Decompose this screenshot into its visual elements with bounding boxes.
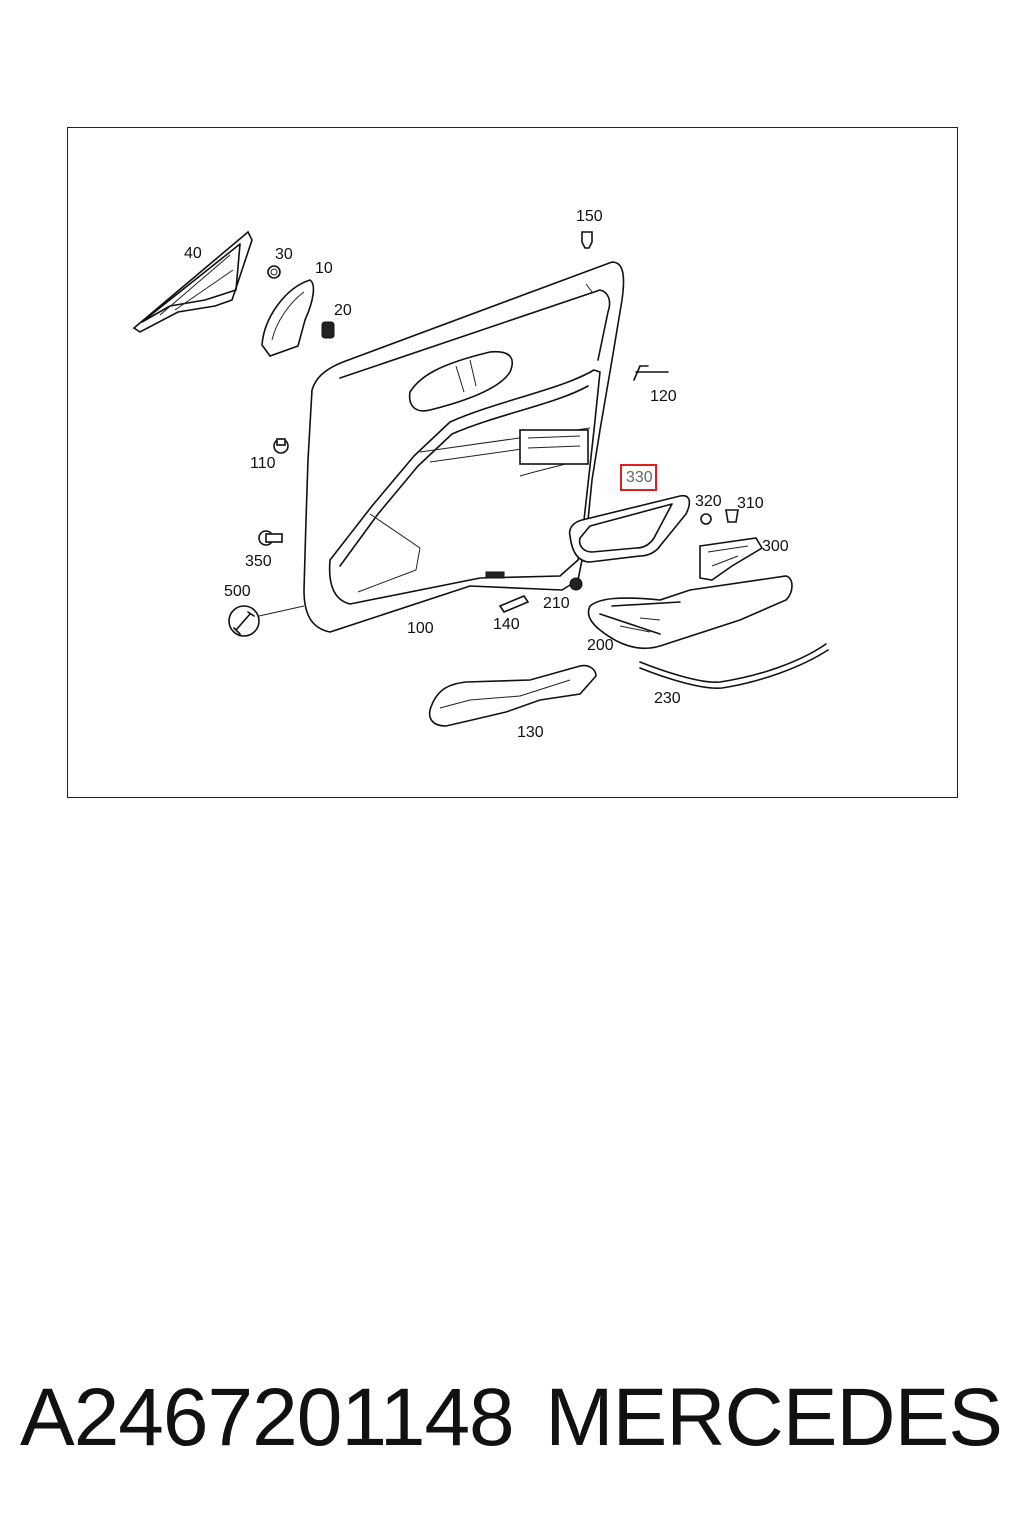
footer: A2467201148 MERCEDES	[0, 1370, 1024, 1470]
part-130-insulation	[428, 664, 597, 727]
callout-200: 200	[587, 637, 614, 654]
part-500-tool-symbol	[228, 605, 305, 637]
callout-140: 140	[493, 616, 520, 633]
part-110-clip	[273, 438, 289, 454]
part-100-door-panel	[303, 261, 625, 633]
callout-330: 330	[620, 464, 657, 491]
callout-350: 350	[245, 553, 272, 570]
part-20-grommet	[321, 321, 335, 339]
callout-310: 310	[737, 495, 764, 512]
callout-120: 120	[650, 388, 677, 405]
part-210-grommet	[569, 577, 583, 591]
part-200-armrest	[587, 575, 793, 650]
callout-150: 150	[576, 208, 603, 225]
part-10-tweeter-cover	[261, 279, 315, 357]
part-140-light	[498, 595, 530, 613]
part-330-switch-frame	[568, 494, 691, 563]
callout-40: 40	[184, 245, 202, 262]
callout-110: 110	[250, 455, 276, 472]
parts-diagram	[132, 230, 829, 727]
part-40-mirror-trim	[132, 230, 253, 333]
callout-500: 500	[224, 583, 251, 600]
callout-130: 130	[517, 724, 544, 741]
callout-300: 300	[762, 538, 789, 555]
callout-230: 230	[654, 690, 681, 707]
callout-320: 320	[695, 493, 722, 510]
callout-10: 10	[315, 260, 333, 277]
part-230-trim-strip	[639, 643, 829, 689]
callout-30: 30	[275, 246, 293, 263]
callout-100: 100	[407, 620, 434, 637]
part-120-bracket	[633, 365, 669, 381]
part-320-screw	[700, 513, 712, 525]
part-350-screw	[258, 530, 283, 546]
part-150-bulb	[581, 231, 593, 249]
part-310-clip	[725, 509, 739, 523]
brand-name: MERCEDES	[545, 1372, 1003, 1463]
part-30-clip	[267, 265, 281, 279]
callout-210: 210	[543, 595, 570, 612]
part-number: A2467201148	[20, 1372, 515, 1463]
callout-20: 20	[334, 302, 352, 319]
part-300-switch-housing	[699, 537, 764, 581]
